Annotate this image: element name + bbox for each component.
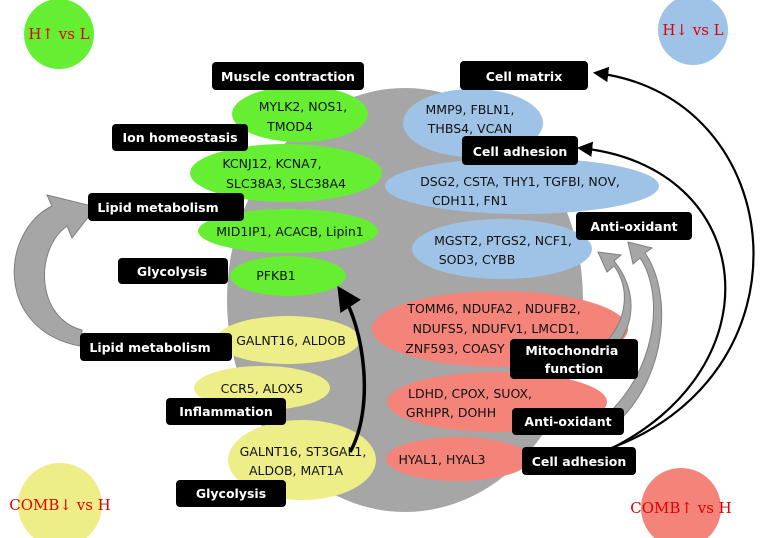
svg-text:Lipid metabolism: Lipid metabolism — [89, 340, 210, 355]
gene-group-adhesion-comb — [386, 437, 530, 481]
gene-list-antioxidant-comb: LDHD, CPOX, SUOX, GRHPR, DOHH — [406, 386, 536, 420]
svg-text:Lipid metabolism: Lipid metabolism — [97, 200, 218, 215]
svg-text:Anti-oxidant: Anti-oxidant — [590, 219, 677, 234]
gene-list-antioxidant-top: MGST2, PTGS2, NCF1, SOD3, CYBB — [434, 233, 576, 267]
legend-comb-down-circle — [18, 463, 102, 538]
gene-group-glycolysis-top — [230, 256, 346, 296]
grey-arrow-antioxidant-long — [611, 241, 663, 421]
legend-h-down-circle — [658, 0, 728, 65]
gene-list-inflammation: CCR5, ALOX5 — [221, 381, 304, 396]
gene-list-mito: TOMM6, NDUFA2 , NDUFB2, NDUFS5, NDUFV1, … — [405, 301, 584, 356]
black-arrow-glycolysis — [337, 285, 367, 453]
label-inflammation: Inflammation — [166, 398, 286, 425]
legend-comb-down-text: COMB↓ vs H — [9, 496, 111, 514]
svg-text:Glycolysis: Glycolysis — [196, 486, 266, 501]
gene-list-lipid-comb: GALNT16, ALDOB — [236, 333, 346, 348]
label-cell-matrix: Cell matrix — [460, 61, 588, 90]
gene-group-muscle — [232, 86, 368, 142]
svg-text:Ion homeostasis: Ion homeostasis — [122, 130, 237, 145]
label-lipid-metabolism-top: Lipid metabolism — [88, 193, 244, 221]
label-glycolysis-top: Glycolysis — [118, 258, 228, 284]
gene-list-lipid: MID1IP1, ACACB, Lipin1 — [216, 224, 364, 239]
gene-group-ion — [190, 144, 382, 202]
black-arrow-cell-adhesion — [576, 141, 727, 453]
label-anti-oxidant-top: Anti-oxidant — [576, 212, 692, 240]
legend-h-down-text: H↓ vs L — [662, 21, 723, 39]
gene-group-lipid-comb — [216, 316, 360, 364]
label-anti-oxidant-bottom: Anti-oxidant — [512, 408, 624, 435]
gene-list-ion: KCNJ12, KCNA7, SLC38A3, SLC38A4 — [222, 156, 346, 191]
svg-text:Cell adhesion: Cell adhesion — [532, 454, 627, 469]
gene-list-adhesion-comb: HYAL1, HYAL3 — [398, 452, 485, 467]
legend-comb-up-text: COMB↑ vs H — [630, 499, 732, 517]
label-cell-adhesion-bottom: Cell adhesion — [522, 447, 636, 475]
label-muscle-contraction: Muscle contraction — [212, 62, 364, 90]
gene-list-matrix: MMP9, FBLN1, THBS4, VCAN — [426, 102, 519, 136]
svg-text:Muscle contraction: Muscle contraction — [221, 69, 355, 84]
label-ion-homeostasis: Ion homeostasis — [112, 124, 248, 151]
svg-text:Cell matrix: Cell matrix — [486, 69, 563, 84]
svg-text:Mitochondria function: Mitochondria function — [525, 343, 622, 376]
gene-list-glycolysis-top: PFKB1 — [256, 268, 295, 283]
gene-group-lipid — [198, 209, 378, 253]
gene-list-muscle: MYLK2, NOS1, TMOD4 — [259, 99, 352, 134]
label-glycolysis-bottom: Glycolysis — [176, 480, 286, 507]
legend-h-up-text: H↑ vs L — [28, 25, 89, 43]
svg-text:Inflammation: Inflammation — [179, 404, 272, 419]
legend-comb-up-circle — [641, 468, 721, 538]
legend-h-up-circle — [24, 0, 94, 69]
black-arrow-cell-matrix — [592, 66, 755, 454]
gene-list-adhesion-top: DSG2, CSTA, THY1, TGFBI, NOV, CDH11, FN1 — [420, 174, 624, 208]
label-cell-adhesion-top: Cell adhesion — [462, 136, 578, 165]
label-lipid-metabolism-mid: Lipid metabolism — [80, 333, 232, 361]
svg-text:Anti-oxidant: Anti-oxidant — [524, 414, 611, 429]
svg-text:Glycolysis: Glycolysis — [137, 264, 207, 279]
grey-arrow-lipid — [13, 194, 97, 347]
label-mitochondria-function: Mitochondria function — [510, 339, 638, 379]
svg-text:Cell adhesion: Cell adhesion — [473, 144, 568, 159]
gene-group-adhesion-top — [385, 158, 659, 214]
gene-list-glycolysis-comb: GALNT16, ST3GAL1, ALDOB, MAT1A — [240, 444, 371, 478]
grey-arrow-antioxidant-short — [597, 251, 632, 351]
gene-group-antioxidant-top — [412, 219, 592, 279]
